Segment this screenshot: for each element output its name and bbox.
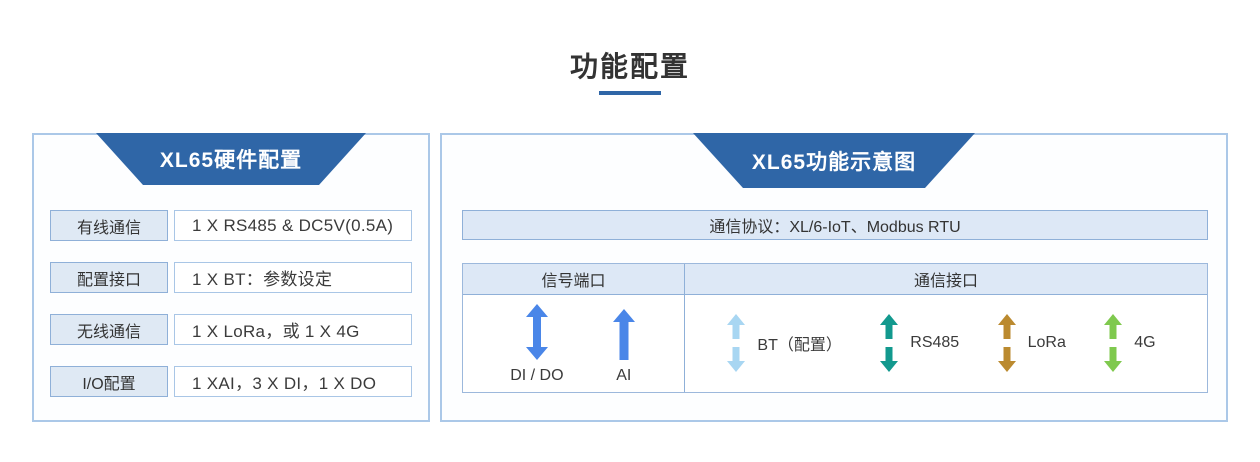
signal-item-di-do: DI / DO — [510, 304, 564, 385]
signal-port-column-header: 信号端口 — [463, 264, 685, 295]
hardware-row-wired: 有线通信 1 X RS485 & DC5V(0.5A) — [50, 210, 412, 241]
function-diagram-panel: XL65功能示意图 通信协议：XL/6-IoT、Modbus RTU 信号端口 … — [440, 133, 1228, 422]
double-arrow-icon — [525, 304, 548, 360]
hardware-row-label: 无线通信 — [50, 314, 168, 345]
hardware-row-value: 1 X BT：参数设定 — [174, 262, 412, 293]
hardware-row-value: 1 X LoRa，或 1 X 4G — [174, 314, 412, 345]
function-panel-header: XL65功能示意图 — [693, 133, 975, 188]
hardware-row-io: I/O配置 1 XAI，3 X DI，1 X DO — [50, 366, 412, 397]
hardware-row-value: 1 X RS485 & DC5V(0.5A) — [174, 210, 412, 241]
protocol-bar: 通信协议：XL/6-IoT、Modbus RTU — [462, 210, 1208, 240]
split-double-arrow-icon — [997, 313, 1016, 372]
function-table: 信号端口 通信接口 DI / DO — [462, 263, 1208, 393]
hardware-row-value: 1 XAI，3 X DI，1 X DO — [174, 366, 412, 397]
split-double-arrow-icon — [1104, 313, 1123, 372]
page-title: 功能配置 — [569, 51, 690, 82]
up-arrow-icon — [612, 309, 635, 360]
comm-item-4g: 4G — [1103, 313, 1156, 372]
split-double-arrow-icon — [880, 313, 899, 372]
hardware-panel-header: XL65硬件配置 — [96, 133, 366, 185]
comm-item-label: LoRa — [1027, 333, 1066, 351]
hardware-rows: 有线通信 1 X RS485 & DC5V(0.5A) 配置接口 1 X BT：… — [50, 210, 412, 418]
comm-interface-cell: BT（配置） RS485 — [685, 295, 1207, 392]
hardware-row-config-interface: 配置接口 1 X BT：参数设定 — [50, 262, 412, 293]
comm-interface-column-header: 通信接口 — [685, 264, 1207, 295]
hardware-row-label: 配置接口 — [50, 262, 168, 293]
signal-port-cell: DI / DO AI — [463, 295, 685, 392]
signal-item-label: AI — [616, 367, 632, 384]
section-title-block: 功能配置 — [0, 52, 1260, 95]
title-underline — [599, 91, 661, 95]
comm-item-label: BT（配置） — [757, 336, 842, 354]
hardware-row-label: 有线通信 — [50, 210, 168, 241]
comm-item-bt: BT（配置） — [726, 313, 842, 372]
split-double-arrow-icon — [727, 313, 746, 372]
signal-item-ai: AI — [611, 304, 637, 385]
hardware-config-panel: XL65硬件配置 有线通信 1 X RS485 & DC5V(0.5A) 配置接… — [32, 133, 430, 422]
hardware-row-label: I/O配置 — [50, 366, 168, 397]
comm-item-rs485: RS485 — [879, 313, 960, 372]
comm-item-lora: LoRa — [997, 313, 1066, 372]
hardware-row-wireless: 无线通信 1 X LoRa，或 1 X 4G — [50, 314, 412, 345]
signal-item-label: DI / DO — [510, 367, 564, 384]
comm-item-label: 4G — [1134, 333, 1156, 351]
comm-item-label: RS485 — [910, 333, 960, 351]
